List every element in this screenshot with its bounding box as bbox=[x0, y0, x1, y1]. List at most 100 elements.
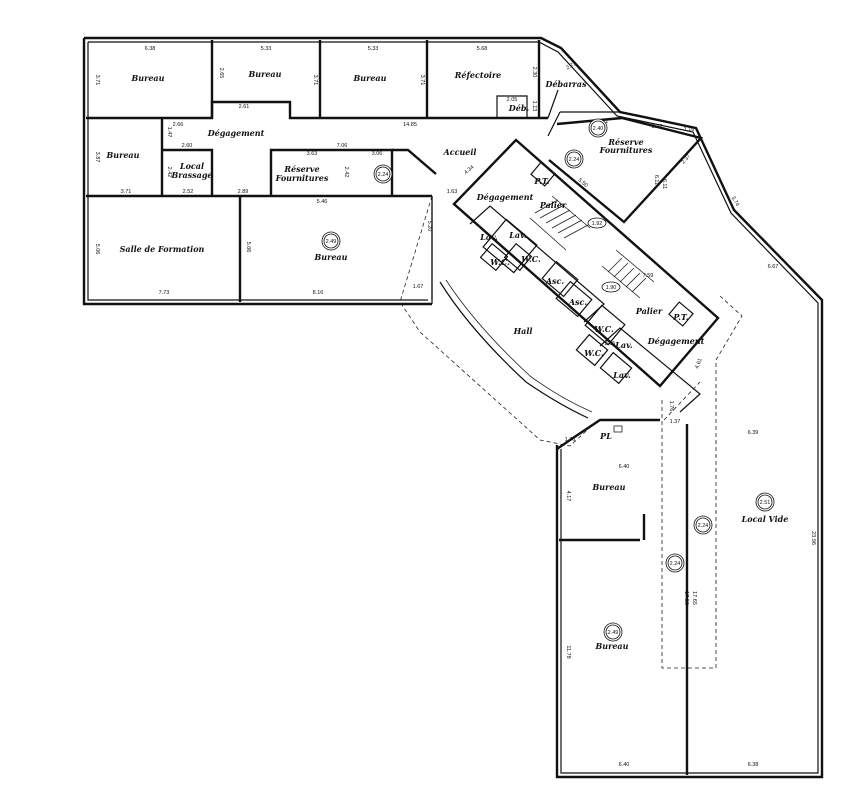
dim-label: 5.33 bbox=[368, 46, 379, 52]
dim-label: 3.71 bbox=[312, 75, 318, 86]
dim-label: 5.46 bbox=[317, 199, 328, 205]
dim-label: 6.67 bbox=[768, 264, 779, 270]
room-label-local-vide: Local Vide bbox=[741, 514, 789, 524]
room-label-accueil: Accueil bbox=[443, 147, 477, 157]
room-label-pl: PL bbox=[599, 431, 612, 441]
room-label-lav-3: Lav. bbox=[614, 340, 633, 350]
dim-label: 8.16 bbox=[313, 290, 324, 296]
room-label-wc-1: W.C. bbox=[490, 257, 510, 267]
dim-label: 11.78 bbox=[565, 645, 571, 658]
dim-label: 3.72 bbox=[652, 124, 663, 130]
room-label-hall: Hall bbox=[513, 326, 533, 336]
svg-text:2.24: 2.24 bbox=[378, 172, 389, 178]
dim-label: 1.76 bbox=[668, 401, 674, 412]
svg-text:2.24: 2.24 bbox=[670, 561, 681, 567]
dim-label: 6.40 bbox=[619, 762, 630, 768]
room-labels: Bureau Bureau Bureau Réfectoire Débarras… bbox=[106, 69, 789, 651]
height-tag: 2.49 bbox=[603, 622, 623, 642]
dim-label: 4.61 bbox=[694, 358, 703, 370]
room-label-wc-3: W.C. bbox=[594, 324, 614, 334]
dim-label: 6.11 bbox=[661, 179, 667, 189]
height-tag: 2.40 bbox=[588, 118, 608, 138]
dim-label: 2.05 bbox=[507, 97, 518, 103]
central-core bbox=[452, 138, 720, 413]
dim-label: 1.67 bbox=[413, 284, 424, 290]
dim-label: 6.38 bbox=[748, 762, 759, 768]
room-label-local-brassage-1: Local bbox=[179, 161, 204, 171]
room-label-bureau-4: Bureau bbox=[106, 150, 140, 160]
room-label-lav-1: Lav. bbox=[479, 232, 498, 242]
dim-label: 1.13 bbox=[531, 101, 537, 112]
dim-label: 17.65 bbox=[691, 591, 697, 605]
dim-label: 6.38 bbox=[145, 46, 156, 52]
dim-label: 4.17 bbox=[565, 491, 571, 502]
dim-label: 1.76 bbox=[565, 437, 576, 443]
room-label-salle-formation: Salle de Formation bbox=[120, 244, 205, 254]
outer-walls bbox=[82, 36, 824, 779]
room-label-pt-1: P.T. bbox=[533, 176, 549, 186]
dim-label: 5.50 bbox=[577, 177, 589, 188]
room-label-pt-2: P.T. bbox=[672, 312, 688, 322]
dim-label: 2.66 bbox=[173, 122, 184, 128]
dim-label: 4.34 bbox=[463, 164, 475, 175]
dim-label: 1.63 bbox=[447, 189, 458, 195]
dim-label: 3.71 bbox=[94, 75, 100, 86]
dim-label: 2.42 bbox=[343, 167, 349, 178]
room-label-asc-2: Asc. bbox=[568, 297, 588, 307]
dim-label: 5.20 bbox=[426, 221, 432, 232]
dim-label: 2.61 bbox=[239, 104, 250, 110]
dim-label: 3.74 bbox=[730, 195, 741, 207]
dim-label: 5.06 bbox=[245, 242, 251, 253]
dim-label: 5.68 bbox=[477, 46, 488, 52]
svg-text:2.49: 2.49 bbox=[608, 630, 619, 636]
room-label-wc-4: W.C. bbox=[584, 348, 604, 358]
room-label-asc-1: Asc. bbox=[545, 276, 565, 286]
height-tag: 2.51 bbox=[755, 492, 775, 512]
room-label-degagement-3: Dégagement bbox=[647, 336, 705, 346]
dim-label: 1.47 bbox=[166, 127, 172, 138]
dim-label: 5.06 bbox=[94, 244, 100, 255]
height-tag: 1.92 bbox=[587, 217, 607, 229]
height-tags: 2.40 2.24 1.92 2.24 2.49 1.90 2.51 2.24 … bbox=[321, 118, 775, 642]
dim-label: 3.63 bbox=[307, 151, 318, 157]
height-tag: 2.24 bbox=[373, 164, 393, 184]
room-label-palier-1: Palier bbox=[539, 200, 567, 210]
dim-label: 23.96 bbox=[810, 531, 816, 545]
dim-label: 2.52 bbox=[183, 189, 194, 195]
dim-label: 7.73 bbox=[159, 290, 170, 296]
svg-text:2.24: 2.24 bbox=[569, 157, 580, 163]
svg-text:2.40: 2.40 bbox=[593, 126, 604, 132]
dim-label: 1.16 bbox=[684, 127, 695, 133]
dim-label: 17.56 bbox=[683, 591, 689, 605]
dim-label: 2.60 bbox=[182, 143, 193, 149]
dim-label: 7.59 bbox=[643, 273, 654, 279]
dim-label: 5.33 bbox=[261, 46, 272, 52]
room-label-deb: Déb. bbox=[508, 103, 530, 113]
dim-label: 2.65 bbox=[218, 68, 224, 79]
height-tag: 2.24 bbox=[693, 515, 713, 535]
room-label-bureau-1: Bureau bbox=[131, 73, 165, 83]
room-label-bureau-2: Bureau bbox=[248, 69, 282, 79]
room-label-lav-4: Lav. bbox=[612, 370, 631, 380]
dim-label: 1.37 bbox=[670, 419, 681, 425]
room-label-reserve-2a: Réserve bbox=[607, 137, 643, 147]
room-label-palier-2: Palier bbox=[635, 306, 663, 316]
dim-label: 2.42 bbox=[166, 167, 172, 178]
room-label-reserve-2b: Fournitures bbox=[599, 145, 653, 155]
height-tag: 1.90 bbox=[601, 281, 621, 293]
room-label-bureau-7: Bureau bbox=[595, 641, 629, 651]
dim-label: 2.89 bbox=[238, 189, 249, 195]
height-tag: 2.24 bbox=[564, 149, 584, 169]
dim-label: 3.87 bbox=[94, 152, 100, 163]
svg-text:2.49: 2.49 bbox=[326, 239, 337, 245]
dim-label: 2.73 bbox=[565, 61, 577, 72]
dim-label: 2.37 bbox=[680, 153, 691, 165]
dimension-labels: 6.38 5.33 5.33 5.68 2.73 3.71 2.65 3.71 … bbox=[94, 46, 816, 768]
room-label-local-brassage-2: Brassage bbox=[170, 170, 212, 180]
dim-label: 7.06 bbox=[337, 143, 348, 149]
room-label-wc-2: W.C. bbox=[521, 254, 541, 264]
svg-text:2.24: 2.24 bbox=[698, 523, 709, 529]
room-label-lav-2: Lav. bbox=[508, 230, 527, 240]
dim-label: 2.30 bbox=[531, 67, 537, 78]
hall-outline bbox=[399, 195, 599, 447]
